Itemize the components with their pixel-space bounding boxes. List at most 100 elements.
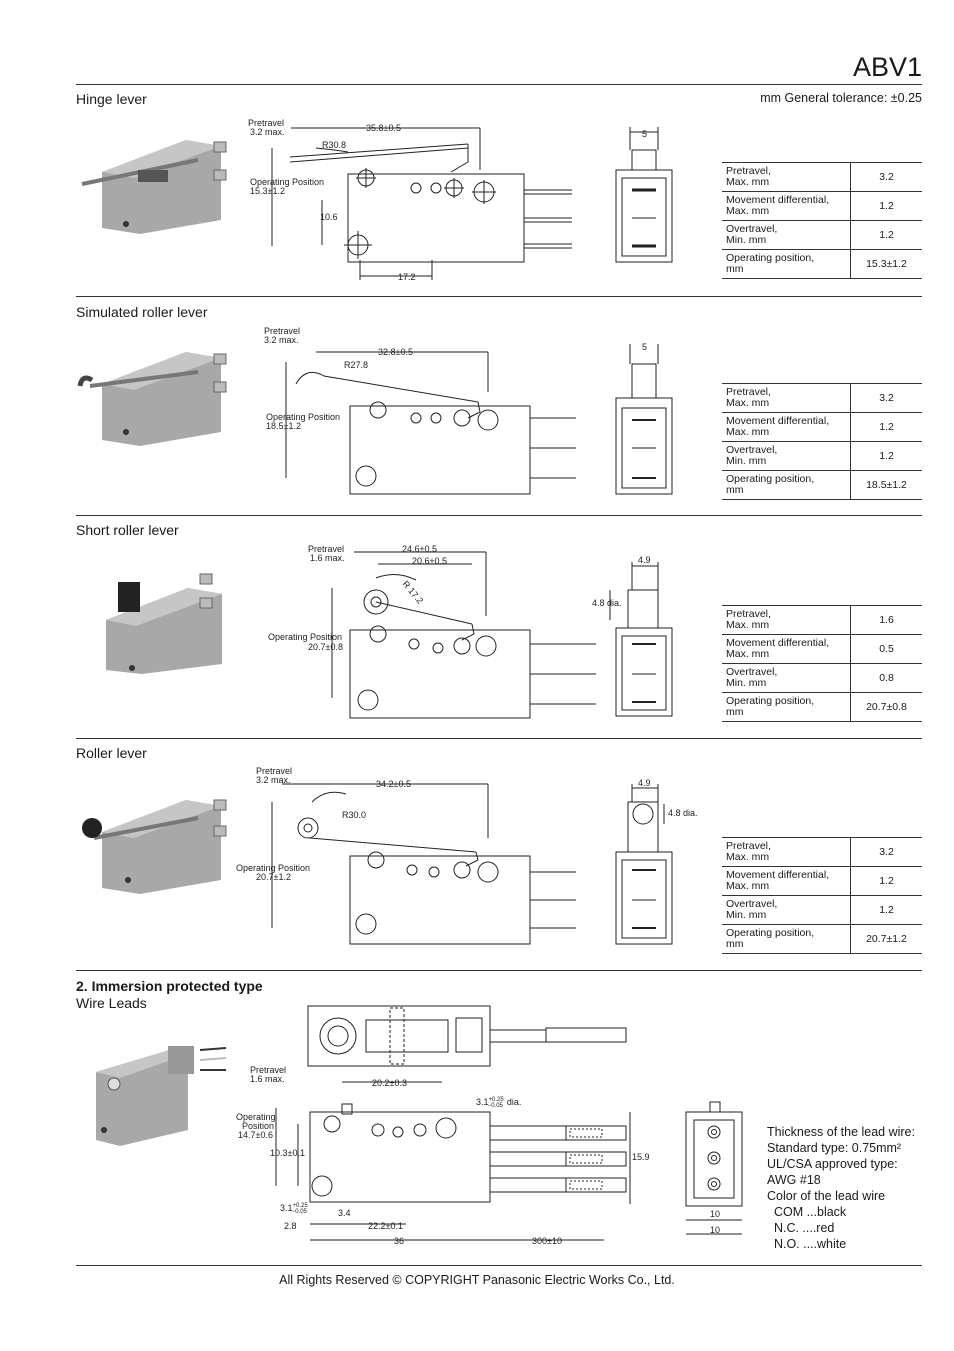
svg-text:Pretravel: Pretravel (256, 766, 292, 776)
section-rule (76, 296, 922, 297)
svg-text:10: 10 (710, 1209, 720, 1219)
immersion-drawing: Pretravel 1.6 max. 20.2±0.3 3.1+0.25−0.0… (96, 1005, 743, 1246)
svg-text:20.2±0.3: 20.2±0.3 (372, 1078, 407, 1088)
section-title-roller-lever: Roller lever (76, 745, 147, 761)
roller-lever-front-view (615, 784, 673, 945)
tolerance-note: mm General tolerance: ±0.25 (760, 91, 922, 105)
svg-text:34.2±0.5: 34.2±0.5 (376, 779, 411, 789)
hinge-lever-drawing: Pretravel 3.2 max. 35.8±0.5 R30.8 Operat… (81, 118, 673, 282)
immersion-photo (96, 1046, 227, 1146)
simulated-roller-lever-photo (77, 352, 227, 446)
svg-text:Operating Position: Operating Position (250, 177, 324, 187)
svg-text:5: 5 (642, 129, 647, 139)
simulated-roller-lever-front-view (615, 344, 673, 495)
svg-text:R30.0: R30.0 (342, 810, 366, 820)
section-rule (76, 970, 922, 971)
svg-text:R27.8: R27.8 (344, 360, 368, 370)
svg-text:4.9: 4.9 (638, 555, 651, 565)
svg-text:4.8 dia.: 4.8 dia. (668, 808, 698, 818)
svg-text:35.8±0.5: 35.8±0.5 (366, 123, 401, 133)
svg-text:15.9: 15.9 (632, 1152, 650, 1162)
svg-text:36: 36 (394, 1236, 404, 1246)
svg-text:1.6 max.: 1.6 max. (310, 553, 345, 563)
svg-text:3.2 max.: 3.2 max. (250, 127, 285, 137)
svg-text:Operating Position: Operating Position (266, 412, 340, 422)
short-roller-lever-front-view (609, 562, 673, 717)
svg-text:3.2 max.: 3.2 max. (256, 775, 291, 785)
svg-text:14.7±0.6: 14.7±0.6 (238, 1130, 273, 1140)
immersion-side-view (275, 1081, 631, 1241)
page-title: ABV1 (852, 52, 922, 82)
svg-text:5: 5 (642, 342, 647, 352)
immersion-top-view (307, 1005, 627, 1067)
svg-text:4.8 dia.: 4.8 dia. (592, 598, 622, 608)
short-roller-lever-drawing: Pretravel 1.6 max. 24.6±0.5 20.6±0.5 R 1… (106, 544, 673, 719)
svg-text:Operating: Operating (236, 1112, 276, 1122)
svg-text:Pretravel: Pretravel (264, 326, 300, 336)
svg-text:2.8: 2.8 (284, 1221, 297, 1231)
roller-lever-photo (82, 799, 227, 894)
section-rule (76, 738, 922, 739)
svg-text:R 17.2: R 17.2 (400, 579, 425, 606)
svg-text:32.8±0.5: 32.8±0.5 (378, 347, 413, 357)
svg-text:R30.8: R30.8 (322, 140, 346, 150)
svg-text:24.6±0.5: 24.6±0.5 (402, 544, 437, 554)
svg-text:300±10: 300±10 (532, 1236, 562, 1246)
svg-text:22.2±0.1: 22.2±0.1 (368, 1221, 403, 1231)
section-title-short-roller-lever: Short roller lever (76, 522, 179, 538)
svg-text:15.3±1.2: 15.3±1.2 (250, 186, 285, 196)
svg-text:10: 10 (710, 1225, 720, 1235)
roller-lever-drawing: Pretravel 3.2 max. 34.2±0.5 R30.0 Operat… (82, 766, 698, 945)
lead-wire-notes: Thickness of the lead wire: Standard typ… (767, 1125, 915, 1251)
section-title-hinge-lever: Hinge lever (76, 91, 147, 107)
immersion-front-view (685, 1101, 743, 1235)
svg-text:3.4: 3.4 (338, 1208, 351, 1218)
svg-text:10.6: 10.6 (320, 212, 338, 222)
svg-text:Pretravel: Pretravel (250, 1065, 286, 1075)
svg-text:1.6 max.: 1.6 max. (250, 1074, 285, 1084)
roller-lever-side-view (271, 783, 576, 945)
svg-text:10.3±0.1: 10.3±0.1 (270, 1148, 305, 1158)
svg-text:17.2: 17.2 (398, 272, 416, 282)
svg-text:Pretravel: Pretravel (308, 544, 344, 554)
svg-text:3.1+0.25−0.05: 3.1+0.25−0.05 (280, 1203, 308, 1215)
simulated-roller-lever-side-view (285, 351, 576, 495)
section-rule (76, 515, 922, 516)
hinge-lever-front-view (615, 127, 673, 263)
short-roller-lever-side-view (331, 551, 596, 719)
svg-text:Pretravel: Pretravel (248, 118, 284, 128)
svg-text:20.7±0.8: 20.7±0.8 (308, 642, 343, 652)
header-rule (76, 84, 922, 85)
hinge-lever-side-view (271, 127, 572, 280)
svg-text:Position: Position (242, 1121, 274, 1131)
hinge-lever-photo (81, 140, 227, 234)
svg-text:20.7±1.2: 20.7±1.2 (256, 872, 291, 882)
svg-text:Operating Position: Operating Position (236, 863, 310, 873)
svg-text:20.6±0.5: 20.6±0.5 (412, 556, 447, 566)
footer-rule (76, 1265, 922, 1266)
short-roller-lever-photo (106, 573, 222, 674)
svg-text:3.2 max.: 3.2 max. (264, 335, 299, 345)
svg-text:18.5±1.2: 18.5±1.2 (266, 421, 301, 431)
section-title-simulated-roller-lever: Simulated roller lever (76, 304, 208, 320)
simulated-roller-lever-drawing: Pretravel 3.2 max. 32.8±0.5 R27.8 Operat… (77, 326, 673, 495)
section-subtitle-wire-leads: Wire Leads (76, 995, 147, 1011)
